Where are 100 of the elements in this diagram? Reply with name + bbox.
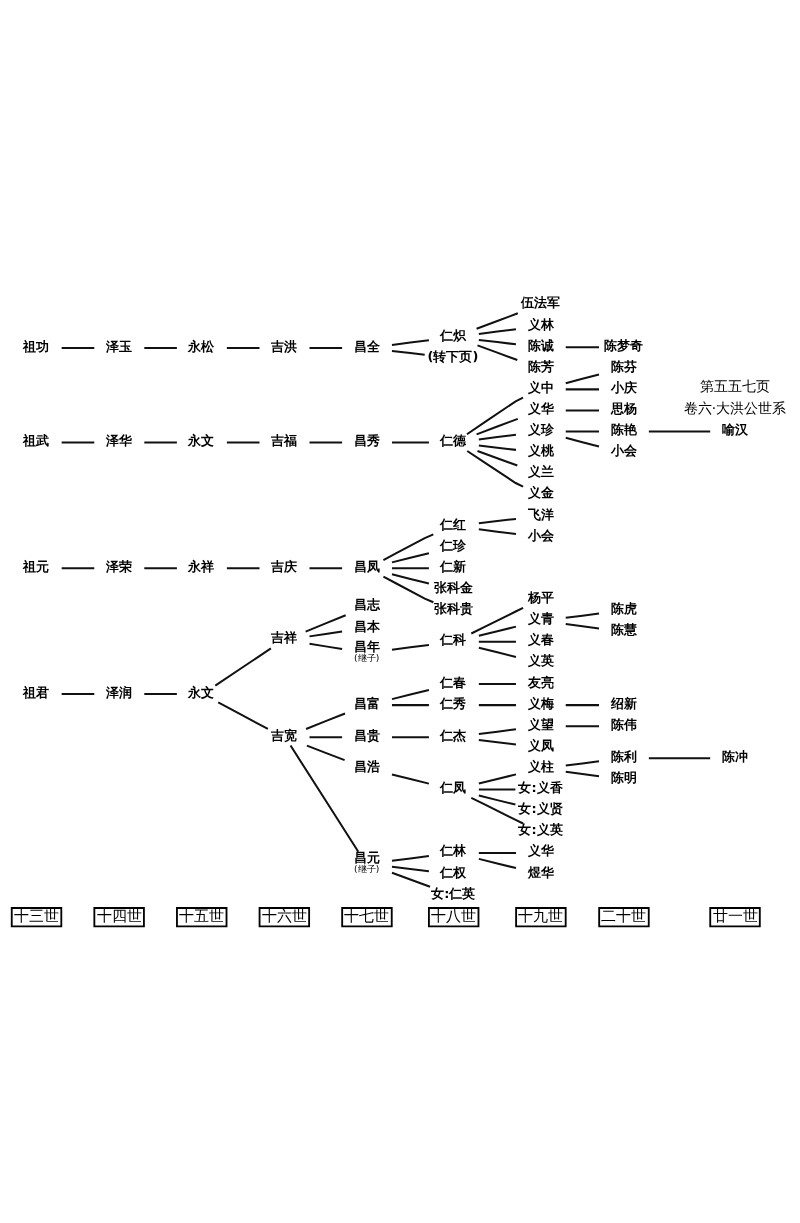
node-text: 永松 <box>188 338 215 354</box>
node-text: 仁秀 <box>440 695 467 711</box>
connector <box>306 744 345 762</box>
connector <box>478 646 517 658</box>
connector <box>565 704 599 707</box>
node-text: 泽润 <box>105 684 132 700</box>
connector <box>478 517 517 525</box>
node-text: 吉福 <box>271 433 298 449</box>
node-text: 张科贵 <box>433 601 473 617</box>
label: 十五世 <box>179 906 225 924</box>
label: 廿一世 <box>712 906 758 924</box>
connector <box>382 533 434 561</box>
node-text: 陈芳 <box>527 358 554 374</box>
node-text: 仁杰 <box>440 727 467 743</box>
connector <box>309 567 343 570</box>
node-text: 吉庆 <box>271 558 298 574</box>
node-text: 昌浩 <box>353 758 380 774</box>
label: 十八世 <box>431 906 477 924</box>
connector <box>226 441 260 444</box>
connector <box>391 865 430 873</box>
connector <box>565 612 600 619</box>
node-text: 义桃 <box>527 443 554 459</box>
connector <box>478 328 517 335</box>
connector <box>478 794 516 806</box>
connector <box>477 344 518 361</box>
node-text: 女:义香 <box>518 780 563 796</box>
node-text: 喻汉 <box>721 422 748 438</box>
node-text: 仁权 <box>440 864 467 880</box>
connector <box>309 630 343 638</box>
node-text: 义金 <box>527 485 554 501</box>
connector <box>391 773 430 785</box>
node-text: 小庆 <box>610 379 637 395</box>
label: 卷六·大洪公世系 <box>683 399 787 416</box>
connector <box>478 857 517 870</box>
node-text: 义春 <box>527 632 554 648</box>
connector <box>391 643 430 651</box>
connector <box>144 693 177 696</box>
connector <box>565 622 600 630</box>
connector <box>61 441 95 444</box>
node-text: 义凤 <box>527 737 554 753</box>
connector <box>565 436 600 448</box>
connector <box>476 312 519 330</box>
node-text: 昌贵 <box>353 727 380 743</box>
node-text: 陈慧 <box>610 622 637 638</box>
connector <box>309 441 343 444</box>
connector <box>391 339 430 346</box>
node-text: 小会 <box>527 527 554 543</box>
label: 十九世 <box>518 906 564 924</box>
connector <box>392 567 429 570</box>
connector <box>648 430 711 433</box>
connector <box>478 444 517 451</box>
node-text: 义华 <box>527 400 554 416</box>
connector <box>478 739 517 746</box>
connector <box>305 712 346 730</box>
connector <box>61 567 95 570</box>
node-text: 昌秀 <box>353 433 380 449</box>
node-text: 义中 <box>527 379 554 395</box>
connector <box>391 688 430 701</box>
node-text: 陈芬 <box>610 358 637 374</box>
node-text: 仁新 <box>440 558 467 574</box>
node-text: 昌志 <box>353 597 380 613</box>
node-text: 思杨 <box>610 400 637 416</box>
connector <box>565 346 599 349</box>
node-text: 义青 <box>527 611 554 627</box>
node-text: 仁红 <box>440 516 467 532</box>
node-text: 仁德 <box>440 433 467 449</box>
node-text: 义兰 <box>527 464 554 480</box>
node-text: 昌富 <box>353 695 380 711</box>
connector <box>478 528 517 536</box>
node-text: 义珍 <box>527 422 554 438</box>
label: 第五五七页 <box>700 377 771 394</box>
node-text: 仁凤 <box>440 780 467 796</box>
connector <box>217 701 269 730</box>
connector <box>478 433 517 441</box>
connector <box>392 704 429 707</box>
connector <box>144 567 177 570</box>
node-text: 义梅 <box>527 695 554 711</box>
node-text: 杨平 <box>527 590 554 606</box>
connector <box>648 757 711 760</box>
connector <box>392 736 429 739</box>
connector <box>61 693 95 696</box>
connector <box>565 430 599 433</box>
connector <box>478 338 517 346</box>
node-text: 吉洪 <box>271 338 298 354</box>
node-label: (继子) <box>354 652 380 664</box>
node-text: 昌本 <box>353 618 380 634</box>
node-text: 张科金 <box>433 579 473 595</box>
connector <box>61 347 95 350</box>
connector <box>309 736 343 739</box>
connector <box>565 770 600 778</box>
connector <box>470 606 524 635</box>
node-text: 女:义贤 <box>518 801 563 817</box>
connector <box>478 788 516 791</box>
node-text: 陈艳 <box>610 422 637 438</box>
connector <box>391 349 425 356</box>
connector <box>478 773 517 785</box>
node-text: 仁珍 <box>440 537 467 553</box>
connector <box>391 855 430 862</box>
node-text: 泽玉 <box>105 338 132 354</box>
connector <box>392 441 429 444</box>
